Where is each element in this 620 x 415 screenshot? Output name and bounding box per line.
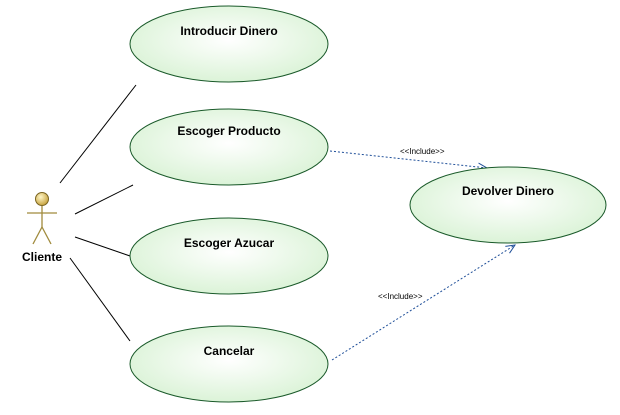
- use-case-label: Escoger Producto: [177, 124, 280, 138]
- association-cancelar: [69, 257, 131, 342]
- association-escoger-producto: [74, 184, 134, 215]
- actor-leg-left: [32, 226, 43, 245]
- actor-leg-right: [41, 226, 52, 245]
- use-case-label: Cancelar: [204, 344, 255, 358]
- association-escoger-azucar: [74, 236, 131, 257]
- include-label-2: <<Include>>: [378, 292, 423, 301]
- association-introducir-dinero: [59, 84, 137, 184]
- use-case-label: Devolver Dinero: [462, 184, 554, 198]
- use-case-introducir-dinero[interactable]: Introducir Dinero: [129, 5, 329, 83]
- use-case-devolver-dinero[interactable]: Devolver Dinero: [409, 166, 607, 244]
- include-edge-cancelar: [331, 245, 515, 361]
- use-case-label: Introducir Dinero: [180, 24, 277, 38]
- include-label-1: <<Include>>: [400, 147, 445, 156]
- use-case-escoger-producto[interactable]: Escoger Producto: [129, 108, 329, 186]
- use-case-label: Escoger Azucar: [184, 236, 275, 250]
- actor-cliente[interactable]: Cliente: [22, 192, 62, 265]
- use-case-escoger-azucar[interactable]: Escoger Azucar: [129, 217, 329, 295]
- use-case-cancelar[interactable]: Cancelar: [129, 325, 329, 403]
- actor-head-icon: [35, 192, 49, 206]
- actor-label: Cliente: [22, 250, 62, 264]
